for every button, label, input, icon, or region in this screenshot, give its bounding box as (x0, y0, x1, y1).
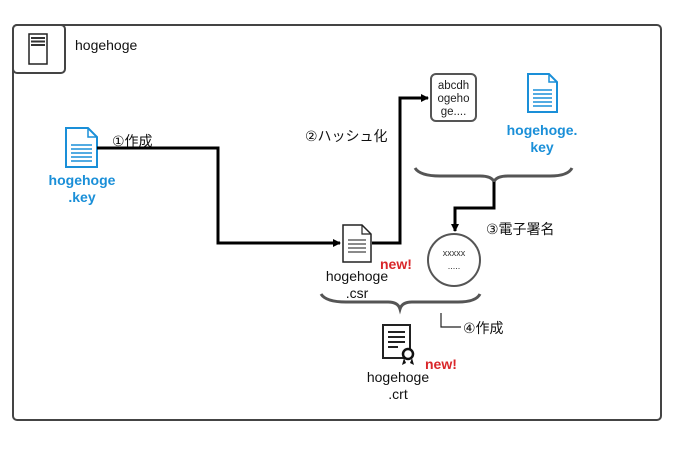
brace-bottom (319, 293, 482, 315)
hash-line: ogeho (437, 93, 470, 105)
container-title: hogehoge (75, 37, 138, 53)
document-icon (527, 73, 558, 113)
certificate-icon (382, 324, 415, 365)
brace-top (413, 167, 574, 187)
label-line: .key (68, 189, 96, 205)
connector-create-csr (97, 146, 341, 247)
label-line: hogehoge (325, 268, 389, 284)
step-3-label: ③電子署名 (486, 221, 555, 237)
private-key-right-label: hogehoge. key (500, 122, 584, 156)
certificate-new-badge: new! (425, 356, 457, 372)
signature-line: ..... (447, 261, 461, 271)
csr-label: hogehoge .csr (317, 268, 397, 302)
label-line: .csr (345, 285, 369, 301)
signature-circle: xxxxx ..... (427, 233, 481, 287)
csr-new-badge: new! (380, 256, 412, 272)
signature-line: xxxxx (442, 248, 466, 258)
hash-line: ge.... (440, 106, 467, 118)
label-line: hogehoge (366, 369, 430, 385)
step-1-label: ①作成 (112, 133, 153, 149)
label-line: key (530, 139, 554, 155)
document-icon (342, 224, 372, 263)
container-frame (12, 24, 662, 421)
label-line: hogehoge (48, 172, 116, 188)
document-icon (65, 127, 98, 168)
label-line: .crt (388, 386, 408, 402)
step-4-label: ④作成 (463, 320, 504, 336)
private-key-left-label: hogehoge .key (42, 172, 122, 206)
container-corner (12, 24, 66, 74)
connector-hash (372, 94, 429, 245)
connector-create-crt (440, 313, 461, 328)
step-2-label: ②ハッシュ化 (305, 128, 388, 144)
server-icon (28, 33, 48, 65)
hash-box: abcdh ogeho ge.... (430, 73, 477, 122)
hash-line: abcdh (437, 80, 470, 92)
connector-sign (451, 182, 496, 232)
label-line: hogehoge. (506, 122, 578, 138)
certificate-label: hogehoge .crt (358, 369, 438, 403)
